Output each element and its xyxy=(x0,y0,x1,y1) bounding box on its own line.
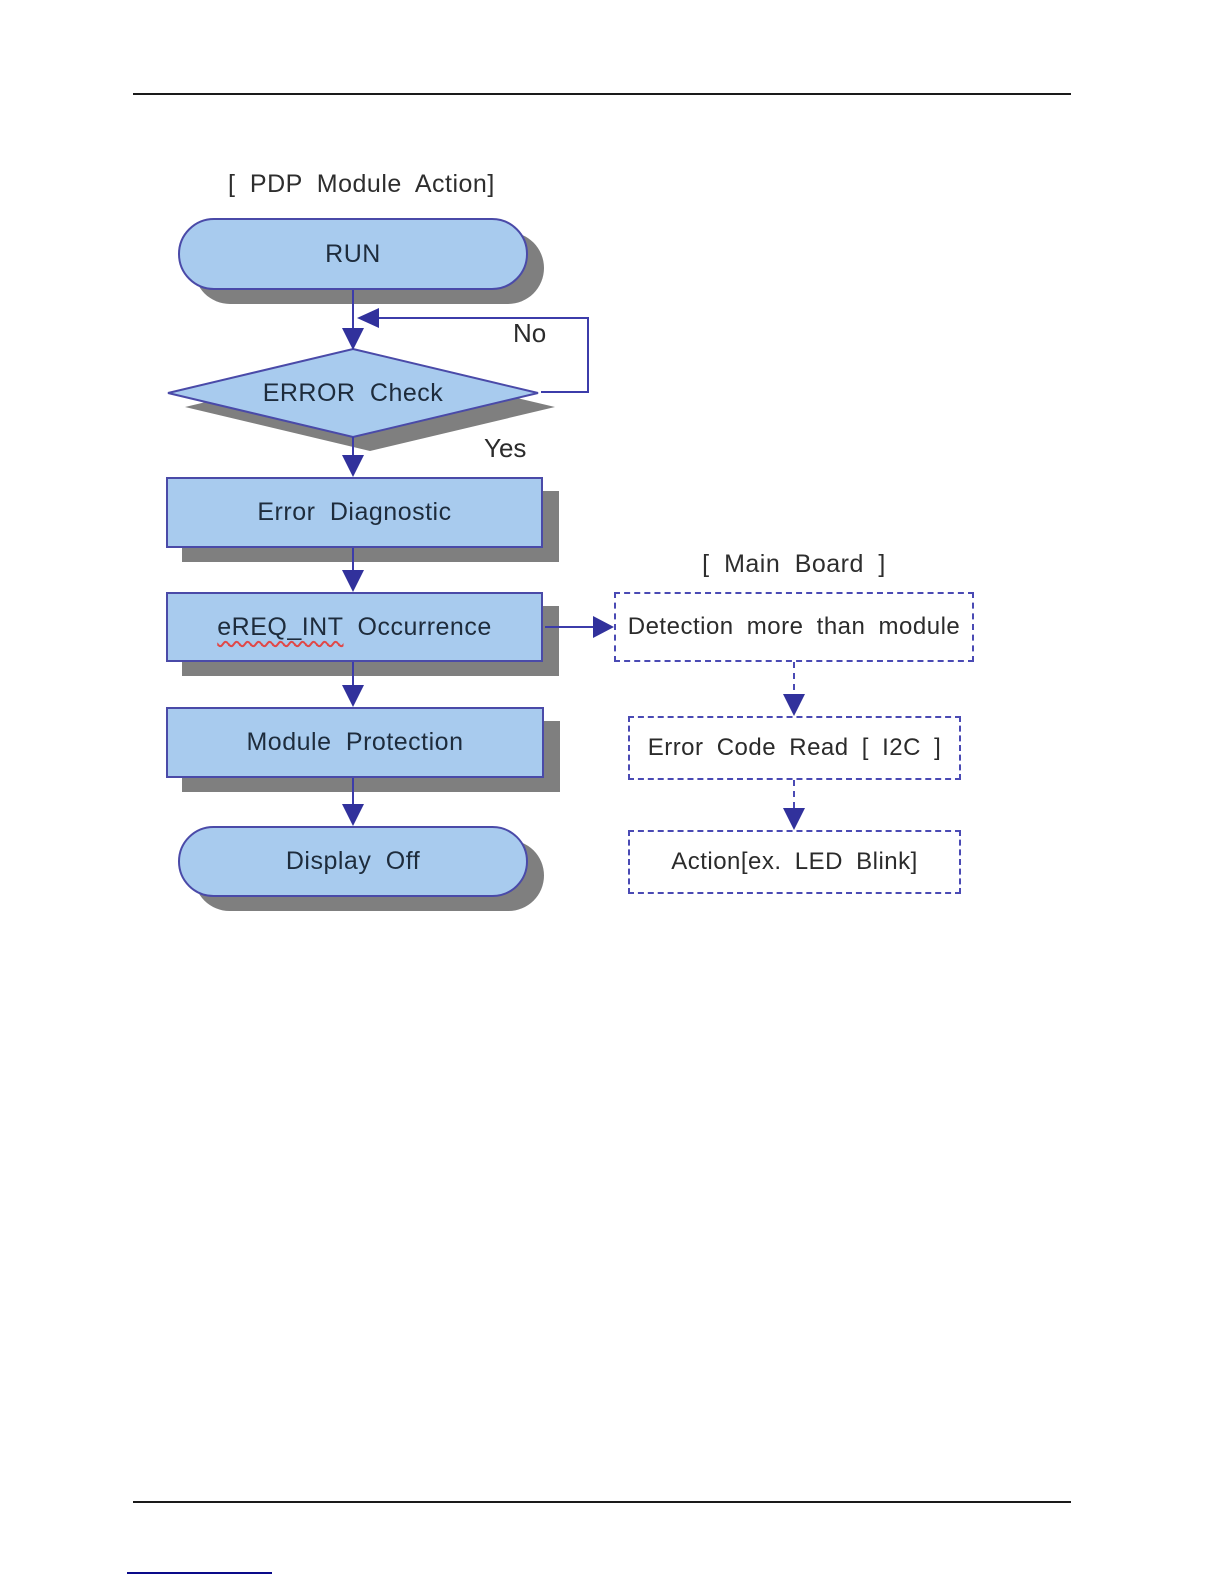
run-node-label: RUN xyxy=(325,239,381,268)
error-check-label-box: ERROR Check xyxy=(168,349,538,437)
main-board-title: [ Main Board ] xyxy=(702,550,886,578)
display-off-label: Display Off xyxy=(285,847,421,875)
arrowhead-into-ereq-int xyxy=(342,570,364,592)
arrowhead-into-error-code-read xyxy=(783,694,805,716)
header-rule xyxy=(133,93,1071,95)
arrowhead-into-module-protection xyxy=(342,685,364,707)
display-off-node: Display Off xyxy=(178,826,528,897)
error-code-read-node: Error Code Read [ I2C ] xyxy=(628,716,961,780)
detection-label: Detection more than module xyxy=(627,613,961,640)
footer-rule xyxy=(133,1501,1071,1503)
error-code-read-label: Error Code Read [ I2C ] xyxy=(647,734,942,761)
run-node: RUN xyxy=(178,218,528,290)
yes-branch-label: Yes xyxy=(484,433,527,463)
pdp-module-title: [ PDP Module Action] xyxy=(228,170,495,198)
ereq-int-label-flagged: eREQ_INT xyxy=(217,612,344,641)
error-check-label: ERROR Check xyxy=(262,378,444,407)
footnote-rule xyxy=(127,1572,272,1574)
ereq-int-label-rest: Occurrence xyxy=(357,612,492,641)
arrowhead-into-action xyxy=(783,808,805,830)
action-label: Action[ex. LED Blink] xyxy=(671,848,918,875)
ereq-int-occurrence-node: eREQ_INT Occurrence xyxy=(166,592,543,662)
detection-node: Detection more than module xyxy=(614,592,974,662)
error-diagnostic-label: Error Diagnostic xyxy=(257,498,452,526)
action-node: Action[ex. LED Blink] xyxy=(628,830,961,894)
arrowhead-into-display-off xyxy=(342,804,364,826)
no-branch-label: No xyxy=(513,318,547,348)
arrowhead-no-loop xyxy=(357,308,379,328)
arrowhead-into-detection xyxy=(593,616,614,638)
error-diagnostic-node: Error Diagnostic xyxy=(166,477,543,548)
module-protection-label: Module Protection xyxy=(246,728,464,756)
module-protection-node: Module Protection xyxy=(166,707,544,778)
